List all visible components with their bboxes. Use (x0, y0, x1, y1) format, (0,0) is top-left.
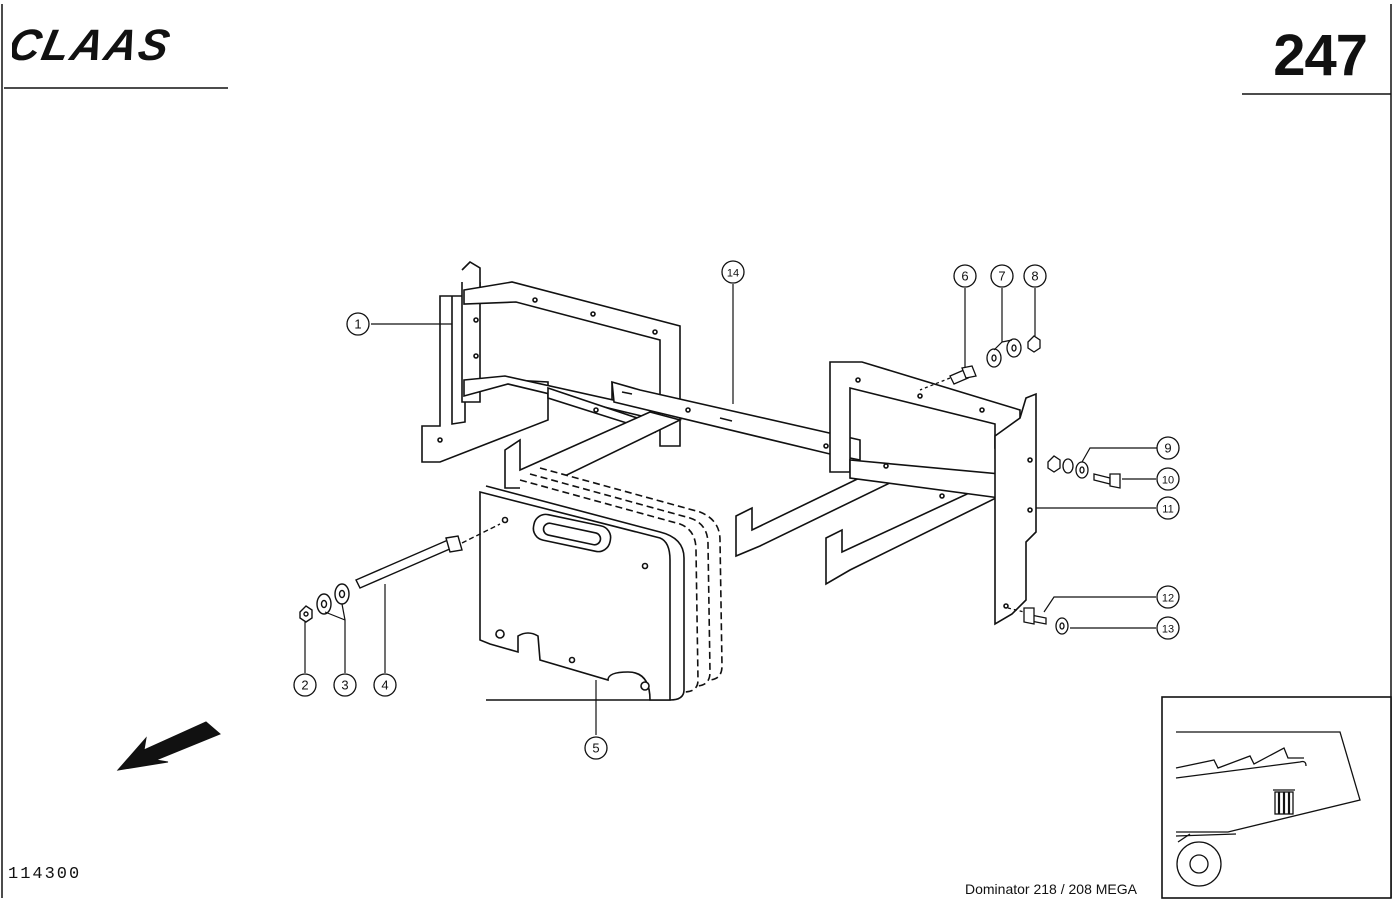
callout-number: 12 (1162, 593, 1174, 605)
direction-arrow-icon (116, 721, 221, 771)
callout-circle (373, 673, 397, 697)
callout-circle (1156, 616, 1180, 640)
callout-number: 9 (1164, 441, 1171, 456)
callout-10: 10 (1156, 467, 1180, 491)
callout-7: 7 (990, 264, 1014, 288)
callout-number: 7 (998, 269, 1005, 284)
tie-bolt-assembly (299, 523, 501, 623)
callout-2: 2 (293, 673, 317, 697)
callout-number: 11 (1162, 504, 1173, 516)
fastener-hardware (919, 335, 1121, 635)
callout-circle (1156, 436, 1180, 460)
callout-circle (333, 673, 357, 697)
callout-number: 13 (1162, 624, 1174, 636)
brand-logo: CLAAS (4, 21, 232, 71)
callout-number: 5 (592, 741, 599, 756)
claas-wordmark: CLAAS (4, 21, 176, 69)
callout-circle (1023, 264, 1047, 288)
callout-number: 10 (1162, 475, 1174, 487)
callout-number: 2 (301, 678, 308, 693)
callout-11: 11 (1156, 496, 1180, 520)
callout-1: 1 (346, 312, 370, 336)
leader-lines (304, 284, 1157, 735)
callout-5: 5 (584, 736, 608, 760)
callout-circle (721, 260, 745, 284)
callout-number: 4 (381, 678, 388, 693)
callout-circle (584, 736, 608, 760)
right-frame (829, 361, 1037, 626)
callout-number: 1 (354, 317, 361, 332)
callout-9: 9 (1156, 436, 1180, 460)
callout-number: 3 (341, 678, 348, 693)
callout-4: 4 (373, 673, 397, 697)
callout-6: 6 (953, 264, 977, 288)
page-number: 247 (1273, 23, 1368, 88)
cross-member (611, 380, 861, 461)
callout-circle (1156, 585, 1180, 609)
callout-circle (346, 312, 370, 336)
callout-14: 14 (721, 260, 745, 284)
callout-circle (1156, 496, 1180, 520)
callout-number: 6 (961, 269, 968, 284)
callout-8: 8 (1023, 264, 1047, 288)
lower-arms (504, 411, 1002, 586)
callout-12: 12 (1156, 585, 1180, 609)
counterweight-stack (479, 467, 723, 701)
callout-13: 13 (1156, 616, 1180, 640)
callout-3: 3 (333, 673, 357, 697)
callout-circle (953, 264, 977, 288)
callout-number: 14 (727, 268, 739, 280)
machine-location-inset (1161, 696, 1392, 899)
callout-number: 8 (1031, 269, 1038, 284)
svg-text:CLAAS: CLAAS (12, 22, 176, 66)
callout-circle (293, 673, 317, 697)
callout-circle (1156, 467, 1180, 491)
model-label: Dominator 218 / 208 MEGA (965, 881, 1137, 897)
callout-circle (990, 264, 1014, 288)
drawing-number: 114300 (8, 865, 82, 884)
